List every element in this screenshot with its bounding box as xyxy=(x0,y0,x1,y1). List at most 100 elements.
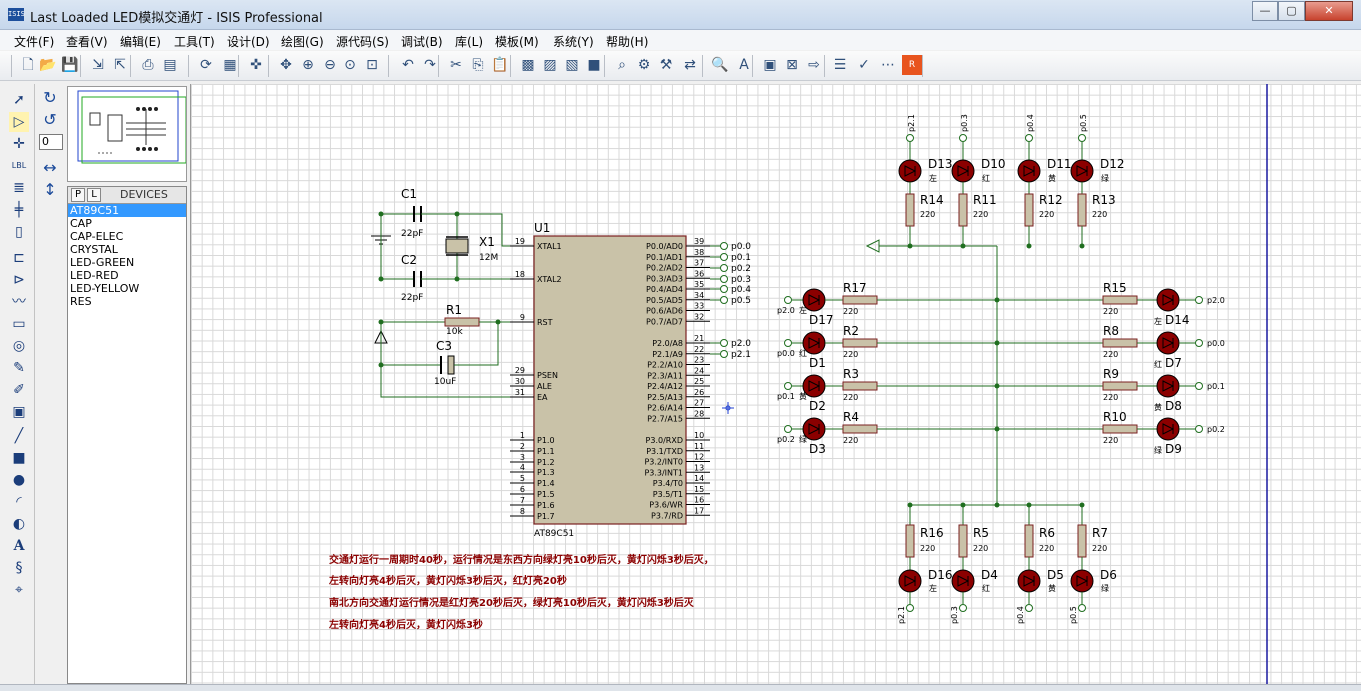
bus-icon[interactable]: ╪ xyxy=(14,202,24,218)
block-copy-icon[interactable]: ▩ xyxy=(521,57,535,73)
subcircuit-icon[interactable]: ▯ xyxy=(15,224,23,240)
pick-device-button[interactable]: P xyxy=(71,188,85,202)
device-pins-icon[interactable]: ⊳ xyxy=(13,272,25,288)
print-icon[interactable]: ⎙ xyxy=(142,57,154,73)
junction-icon[interactable]: ✛ xyxy=(13,136,25,152)
new-icon[interactable]: 🗋 xyxy=(22,57,34,73)
save-icon[interactable]: 💾 xyxy=(61,57,79,73)
menu-item-5[interactable]: 绘图(G) xyxy=(281,35,324,49)
print-area-icon[interactable]: ▤ xyxy=(163,57,177,73)
grid-icon[interactable]: ▦ xyxy=(223,57,237,73)
rotate-anticlockwise-icon[interactable]: ↺ xyxy=(43,110,57,129)
resistor-value: 220 xyxy=(843,350,858,359)
menu-item-10[interactable]: 系统(Y) xyxy=(553,35,594,49)
zoom-area-icon[interactable]: ⊡ xyxy=(366,57,378,73)
import-icon[interactable]: ⇲ xyxy=(92,57,104,73)
copy-icon[interactable]: ⎘ xyxy=(472,57,484,73)
marker-icon[interactable]: ⌖ xyxy=(15,582,23,598)
led-D16 xyxy=(898,569,922,593)
text-script-icon[interactable]: ≣ xyxy=(13,180,25,196)
text-icon[interactable]: A xyxy=(13,538,25,554)
mcu-pin-name: P0.3/AD3 xyxy=(646,274,683,283)
pick-device-icon[interactable]: ⌕ xyxy=(618,57,626,73)
mcu-pin-name: P0.7/AD7 xyxy=(646,317,683,326)
device-list-item[interactable]: RES xyxy=(70,295,92,308)
property-assign-icon[interactable]: A xyxy=(739,57,749,73)
netlist-icon[interactable]: ⋯ xyxy=(881,57,895,73)
line-icon[interactable]: ╱ xyxy=(14,428,24,444)
maximize-button[interactable]: ▢ xyxy=(1278,1,1305,21)
zoom-out-icon[interactable]: ⊖ xyxy=(324,57,336,73)
device-list-item[interactable]: CRYSTAL xyxy=(70,243,118,256)
terminal xyxy=(906,604,914,612)
mcu-pin-number: 24 xyxy=(694,366,704,375)
path-icon[interactable]: ◐ xyxy=(12,516,26,532)
ares-icon[interactable]: R xyxy=(902,55,922,75)
library-manager-button[interactable]: L xyxy=(87,188,101,202)
device-list-item[interactable]: LED-RED xyxy=(70,269,119,282)
device-list-item[interactable]: AT89C51 xyxy=(68,204,186,217)
remove-sheet-icon[interactable]: ⊠ xyxy=(786,57,798,73)
menu-item-0[interactable]: 文件(F) xyxy=(14,35,55,49)
component-mode-icon[interactable]: ▷ xyxy=(9,112,29,132)
refresh-icon[interactable]: ⟳ xyxy=(200,57,212,73)
goto-sheet-icon[interactable]: ⇨ xyxy=(808,57,820,73)
device-list-item[interactable]: LED-YELLOW xyxy=(70,282,140,295)
device-list-item[interactable]: LED-GREEN xyxy=(70,256,135,269)
symbol-icon[interactable]: § xyxy=(15,560,23,576)
menu-item-1[interactable]: 查看(V) xyxy=(66,35,108,49)
pan-icon[interactable]: ✥ xyxy=(280,57,292,73)
mcu-pin-name: P3.7/RD xyxy=(651,511,683,520)
wire-label-icon[interactable]: LBL xyxy=(11,161,27,170)
paste-icon[interactable]: 📋 xyxy=(491,57,509,73)
menu-item-6[interactable]: 源代码(S) xyxy=(336,35,389,49)
menu-item-3[interactable]: 工具(T) xyxy=(174,35,215,49)
minimize-button[interactable]: — xyxy=(1252,1,1278,21)
rotate-clockwise-icon[interactable]: ↻ xyxy=(43,88,57,107)
menu-item-9[interactable]: 模板(M) xyxy=(495,35,539,49)
flip-horizontal-icon[interactable]: ↔ xyxy=(43,158,57,177)
current-probe-icon[interactable]: ✐ xyxy=(13,382,25,398)
zoom-all-icon[interactable]: ⊙ xyxy=(344,57,356,73)
generator-icon[interactable]: ◎ xyxy=(12,338,26,354)
box-icon[interactable]: ■ xyxy=(12,450,26,466)
zoom-in-icon[interactable]: ⊕ xyxy=(302,57,314,73)
tape-recorder-icon[interactable]: ▭ xyxy=(12,316,26,332)
arc-icon[interactable]: ◜ xyxy=(16,494,22,510)
wire-autoroute-icon[interactable]: ⇄ xyxy=(684,57,696,73)
flip-vertical-icon[interactable]: ↕ xyxy=(43,180,57,199)
make-device-icon[interactable]: ⚙ xyxy=(637,57,651,73)
overview-window[interactable] xyxy=(67,86,187,182)
cut-icon[interactable]: ✂ xyxy=(450,57,462,73)
drc-icon[interactable]: ✓ xyxy=(858,57,870,73)
circle-icon[interactable]: ● xyxy=(12,472,26,488)
search-icon[interactable]: 🔍 xyxy=(711,57,729,73)
bom-icon[interactable]: ☰ xyxy=(833,57,847,73)
block-rotate-icon[interactable]: ▧ xyxy=(565,57,579,73)
undo-icon[interactable]: ↶ xyxy=(402,57,414,73)
block-delete-icon[interactable]: ■ xyxy=(587,57,601,73)
rotation-angle-input[interactable]: 0 xyxy=(39,134,63,150)
virtual-instrument-icon[interactable]: ▣ xyxy=(12,404,26,420)
open-icon[interactable]: 📂 xyxy=(39,57,57,73)
new-sheet-icon[interactable]: ▣ xyxy=(763,57,777,73)
decompose-icon[interactable]: ⚒ xyxy=(659,57,673,73)
menu-item-8[interactable]: 库(L) xyxy=(455,35,484,49)
selection-mode-icon[interactable]: ➚ xyxy=(13,92,25,108)
voltage-probe-icon[interactable]: ✎ xyxy=(13,360,25,376)
graph-icon[interactable]: 〰 xyxy=(12,294,26,310)
device-list-item[interactable]: CAP xyxy=(70,217,92,230)
export-icon[interactable]: ⇱ xyxy=(114,57,126,73)
origin-icon[interactable]: ✜ xyxy=(250,57,262,73)
menu-item-2[interactable]: 编辑(E) xyxy=(120,35,161,49)
redo-icon[interactable]: ↷ xyxy=(424,57,436,73)
block-move-icon[interactable]: ▨ xyxy=(543,57,557,73)
menu-item-4[interactable]: 设计(D) xyxy=(227,35,270,49)
menu-item-11[interactable]: 帮助(H) xyxy=(606,35,649,49)
terminals-icon[interactable]: ⊏ xyxy=(13,250,25,266)
device-list-item[interactable]: CAP-ELEC xyxy=(70,230,124,243)
menu-item-7[interactable]: 调试(B) xyxy=(401,35,443,49)
terminal xyxy=(1195,425,1203,433)
close-button[interactable]: ✕ xyxy=(1305,1,1353,21)
